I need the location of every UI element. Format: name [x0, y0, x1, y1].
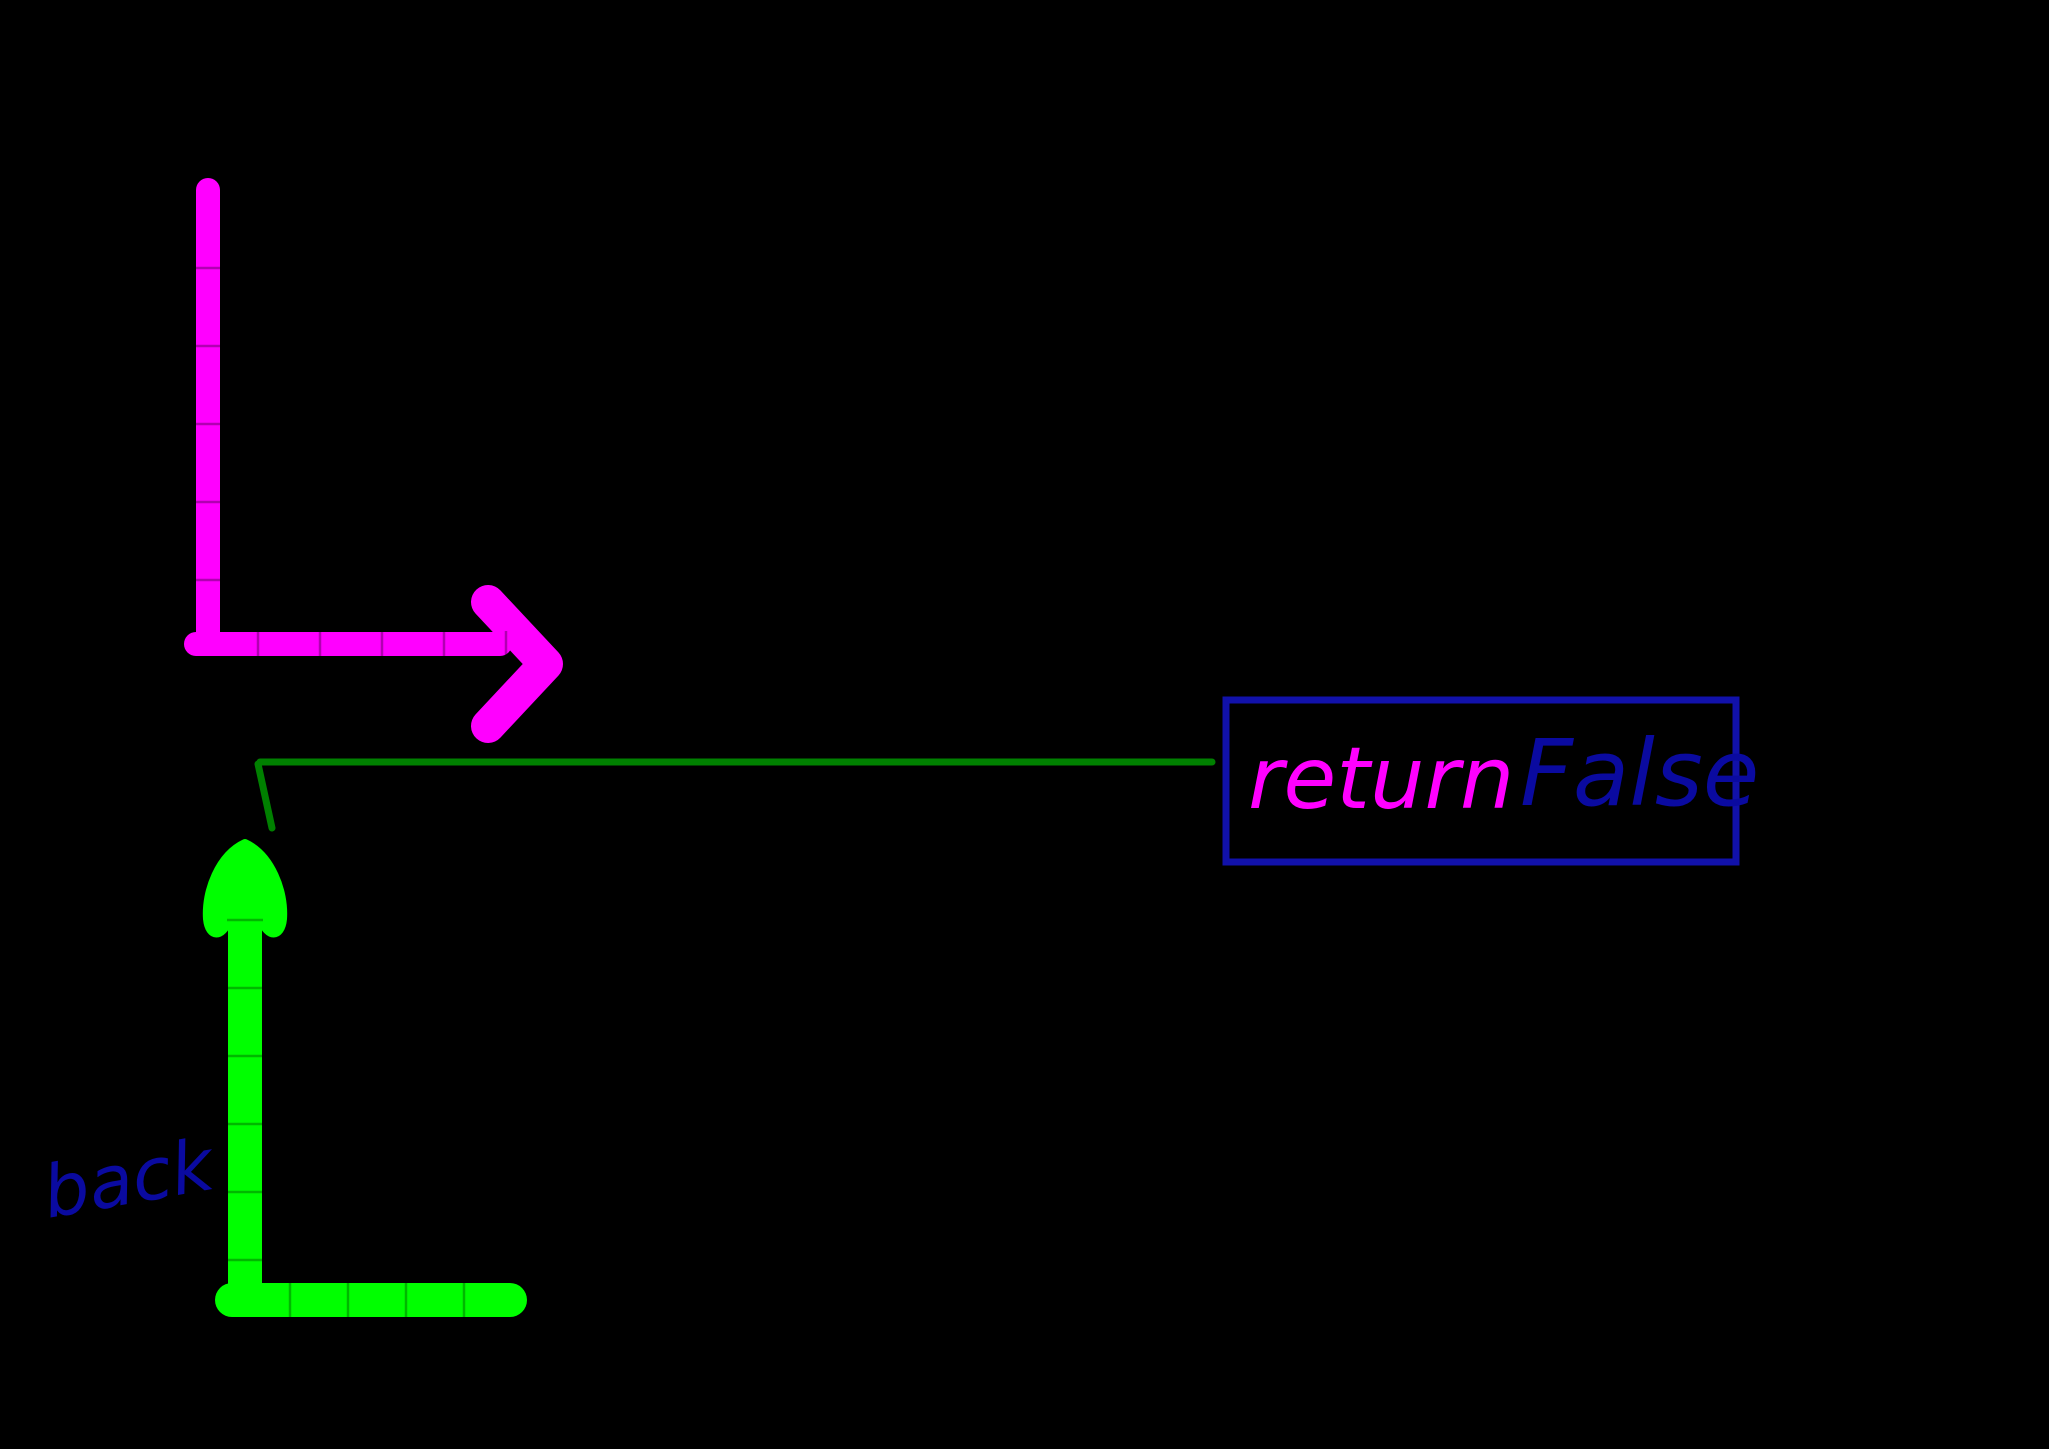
- false-value-label: False: [1520, 720, 1759, 827]
- green-stroke-seams: [227, 918, 466, 1318]
- magenta-branch-arrow: [184, 178, 563, 743]
- magenta-stroke-seams: [195, 266, 508, 657]
- return-false-box[interactable]: [1222, 696, 1740, 866]
- green-back-arrow: [202, 839, 527, 1318]
- green-arrowhead-icon: [202, 839, 288, 938]
- green-connector-line: [254, 758, 1216, 832]
- magenta-arrowhead-icon: [471, 585, 563, 743]
- return-keyword-label: return: [1248, 729, 1514, 829]
- green-connector-tail: [254, 760, 276, 832]
- back-edge-label: back: [36, 1122, 222, 1235]
